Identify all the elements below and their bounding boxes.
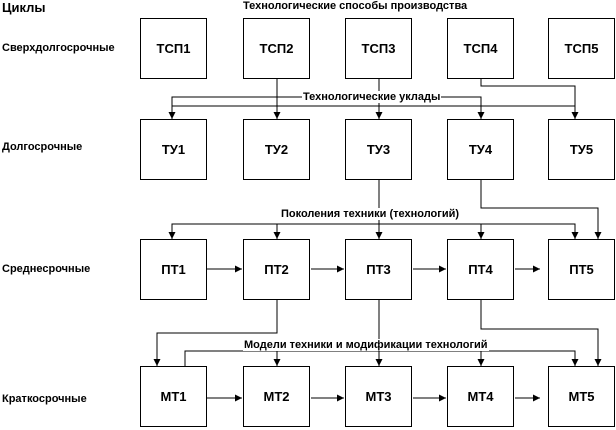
box-pt4: ПТ4 [447,239,514,300]
box-mt3: МТ3 [345,366,412,427]
section-label-pokoleniya: Поколения техники (технологий) [280,208,460,220]
box-tu5: ТУ5 [548,119,615,180]
box-pt3: ПТ3 [345,239,412,300]
section-label-modeli: Модели техники и модификации технологий [243,339,489,351]
box-mt4: МТ4 [447,366,514,427]
box-mt2: МТ2 [243,366,310,427]
row-label-superlong: Сверхдолгосрочные [2,42,115,54]
box-tsp3: ТСП3 [345,18,412,79]
box-pt5: ПТ5 [548,239,615,300]
cycles-title: Циклы [2,0,46,15]
box-tu1: ТУ1 [140,119,207,180]
box-pt1: ПТ1 [140,239,207,300]
row-label-medium: Среднесрочные [2,263,90,275]
pt-to-mt-connectors [157,300,598,366]
box-tsp5: ТСП5 [548,18,615,79]
box-tu4: ТУ4 [447,119,514,180]
box-tu2: ТУ2 [243,119,310,180]
box-mt1: МТ1 [140,366,207,427]
row-label-short: Краткосрочные [2,393,87,405]
tsp-section-title: Технологические способы производства [243,0,467,12]
box-tsp2: ТСП2 [243,18,310,79]
box-mt5: МТ5 [548,366,615,427]
box-tsp1: ТСП1 [140,18,207,79]
section-label-ukladi: Технологические уклады [302,91,441,103]
box-pt2: ПТ2 [243,239,310,300]
box-tu3: ТУ3 [345,119,412,180]
row-label-long: Долгосрочные [2,141,82,153]
box-tsp4: ТСП4 [447,18,514,79]
